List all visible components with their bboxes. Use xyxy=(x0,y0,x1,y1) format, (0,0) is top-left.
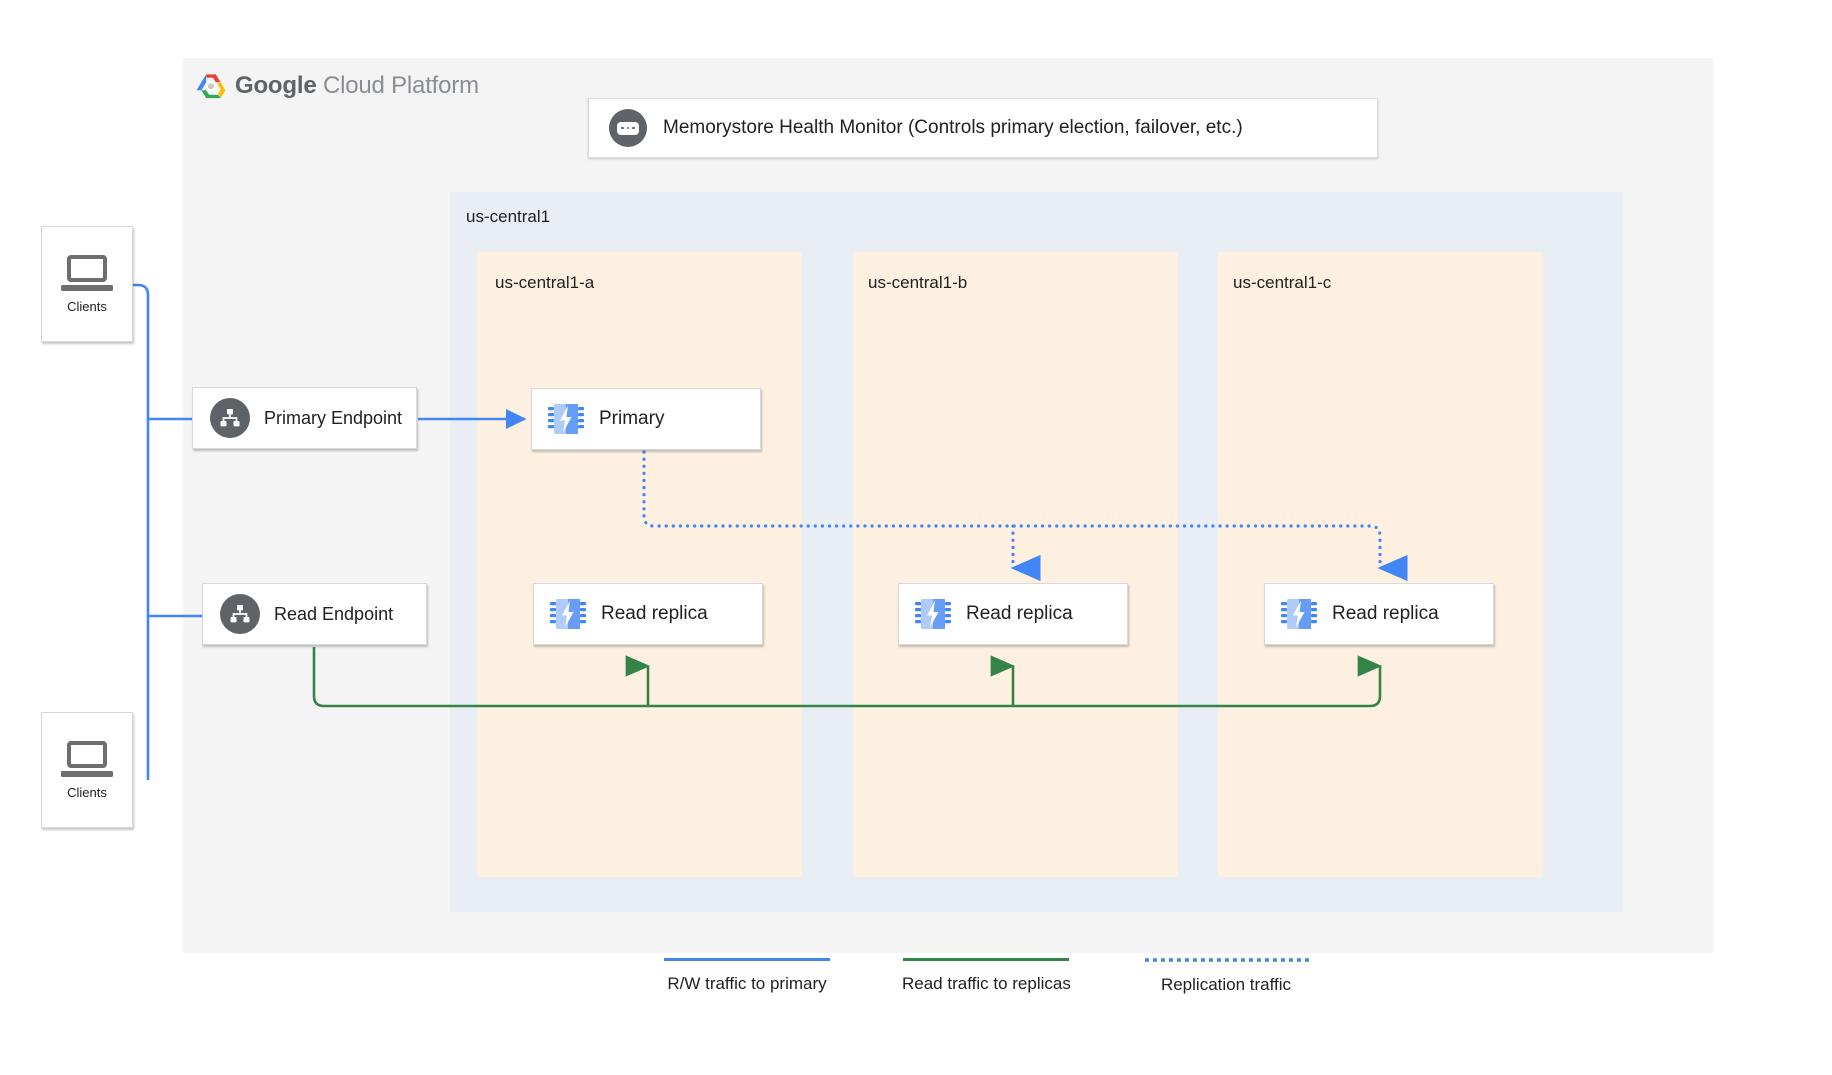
primary-endpoint-label: Primary Endpoint xyxy=(264,407,403,428)
read-endpoint-node: Read Endpoint xyxy=(202,583,427,645)
legend-swatch-blue-solid xyxy=(664,958,830,961)
zone-label-b: us-central1-b xyxy=(868,273,968,292)
legend-swatch-blue-dotted xyxy=(1143,958,1309,962)
gcp-logo-bold: Google xyxy=(235,72,317,99)
region-label: us-central1 xyxy=(466,207,551,226)
memorystore-chip-icon xyxy=(550,599,586,629)
clients-box-top: Clients xyxy=(41,226,133,342)
read-endpoint-label: Read Endpoint xyxy=(274,603,394,624)
network-hierarchy-icon xyxy=(220,594,260,634)
read-replica-node-a: Read replica xyxy=(533,583,763,645)
zone-us-central1-a xyxy=(477,252,802,877)
google-cloud-platform-logo: Google Cloud Platform xyxy=(196,72,479,100)
read-replica-node-b: Read replica xyxy=(898,583,1128,645)
memorystore-chip-icon xyxy=(548,404,584,434)
google-cloud-hexagon-icon xyxy=(196,73,226,98)
clients-box-bottom: Clients xyxy=(41,712,133,828)
zone-us-central1-b xyxy=(853,252,1178,877)
gcp-logo-light: Cloud Platform xyxy=(322,72,479,99)
memorystore-chip-icon xyxy=(1281,599,1317,629)
legend-label-rw: R/W traffic to primary xyxy=(667,974,827,993)
legend-label-read: Read traffic to replicas xyxy=(902,974,1071,993)
read-replica-label-a: Read replica xyxy=(601,603,708,624)
legend-item-read-traffic: Read traffic to replicas xyxy=(902,958,1071,994)
zone-label-c: us-central1-c xyxy=(1233,273,1332,292)
memorystore-primary-node: Primary xyxy=(531,388,761,450)
health-monitor-bar: Memorystore Health Monitor (Controls pri… xyxy=(588,98,1378,158)
legend-item-replication-traffic: Replication traffic xyxy=(1143,958,1309,995)
laptop-icon xyxy=(61,254,113,293)
legend-swatch-green-solid xyxy=(903,958,1070,961)
read-replica-label-c: Read replica xyxy=(1332,603,1439,624)
zone-label-a: us-central1-a xyxy=(495,273,595,292)
legend-item-rw-traffic: R/W traffic to primary xyxy=(664,958,830,994)
laptop-icon xyxy=(61,740,113,779)
health-monitor-icon-pill xyxy=(617,121,639,135)
read-replica-label-b: Read replica xyxy=(966,603,1073,624)
memorystore-chip-icon xyxy=(915,599,951,629)
primary-node-label: Primary xyxy=(599,408,665,429)
clients-label-bottom: Clients xyxy=(67,784,107,800)
health-monitor-label: Memorystore Health Monitor (Controls pri… xyxy=(663,117,1243,138)
clients-label-top: Clients xyxy=(67,298,107,314)
read-replica-node-c: Read replica xyxy=(1264,583,1494,645)
network-hierarchy-icon xyxy=(210,398,250,438)
gcp-logo-text: Google Cloud Platform xyxy=(235,72,479,100)
health-monitor-icon xyxy=(609,109,647,147)
legend-label-replication: Replication traffic xyxy=(1160,975,1292,994)
primary-endpoint-node: Primary Endpoint xyxy=(192,387,417,449)
zone-us-central1-c xyxy=(1218,252,1543,877)
